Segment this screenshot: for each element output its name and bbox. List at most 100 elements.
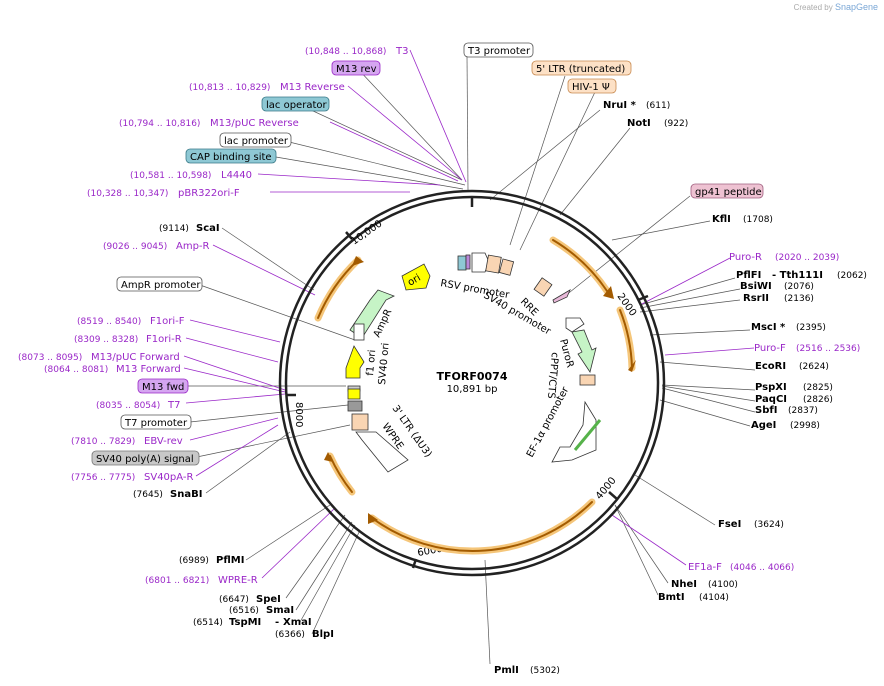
enzyme-pflfi-pos: (2062)	[837, 271, 867, 281]
primer-puro-f: Puro-F	[754, 343, 786, 354]
primer-l4440-pos: (10,581 .. 10,598)	[130, 171, 211, 181]
enzyme-pflfi: PflFI	[736, 270, 761, 281]
feature-m13-fwd: M13 fwd	[142, 382, 184, 393]
enzyme-ecori: EcoRI	[755, 361, 786, 372]
inner-features	[345, 252, 602, 473]
enzyme-spei: SpeI	[256, 594, 281, 605]
feature-sv40-polya: SV40 poly(A) signal	[96, 454, 194, 465]
sv40-promoter-label: SV40 promoter	[482, 290, 554, 338]
inner-labels: RSV promoter RRE SV40 promoter PuroR cPP…	[365, 273, 575, 460]
enzyme-paqci-pos: (2826)	[803, 395, 833, 405]
enzyme-noti-pos: (922)	[664, 119, 688, 129]
enzyme-tspmi: TspMI	[229, 617, 261, 628]
enzyme-blpi-pos: (6366)	[275, 630, 305, 640]
primer-f1ori-f: F1ori-F	[150, 316, 185, 327]
feature-cap-binding-site: CAP binding site	[190, 152, 272, 163]
enzyme-xmai-pos: (6514)	[193, 618, 223, 628]
feature-lac-operator: lac operator	[266, 100, 327, 111]
enzyme-smai: SmaI	[266, 605, 294, 616]
enzyme-agei: AgeI	[751, 420, 776, 431]
enzyme-kfli: KflI	[712, 214, 731, 225]
enzyme-pspxi-pos: (2825)	[803, 383, 833, 393]
enzyme-xmai-sep: -	[275, 617, 279, 628]
feature-t7-promoter: T7 promoter	[124, 418, 188, 429]
enzyme-pmli-pos: (5302)	[530, 666, 560, 676]
enzyme-pspxi: PspXI	[755, 382, 787, 393]
plasmid-name: TFORF0074	[437, 370, 508, 383]
primer-m13puc-forward-pos: (8073 .. 8095)	[18, 353, 82, 363]
primer-m13puc-forward: M13/pUC Forward	[91, 352, 180, 363]
enzyme-scai-pos: (9114)	[159, 224, 189, 234]
primer-puro-f-pos: (2516 .. 2536)	[796, 344, 860, 354]
primer-f1ori-f-pos: (8519 .. 8540)	[77, 317, 141, 327]
enzyme-sbfi-pos: (2837)	[788, 406, 818, 416]
enzyme-rsrii-pos: (2136)	[784, 294, 814, 304]
cppt-cts-label: cPPT/CTS	[545, 352, 560, 399]
enzyme-nhei-pos: (4100)	[708, 580, 738, 590]
enzyme-kfli-pos: (1708)	[743, 215, 773, 225]
primer-ebv-rev-pos: (7810 .. 7829)	[71, 437, 135, 447]
primer-pbr322ori: pBR322ori-F	[178, 188, 240, 199]
tick-marks	[287, 197, 649, 569]
primer-f1ori-r: F1ori-R	[146, 334, 182, 345]
primer-ebv-rev: EBV-rev	[144, 436, 183, 447]
primer-l4440: L4440	[221, 170, 252, 181]
enzyme-tth111i: - Tth111I	[772, 270, 823, 281]
enzyme-agei-pos: (2998)	[790, 421, 820, 431]
enzyme-rsrii: RsrII	[743, 293, 769, 304]
feature-lac-promoter: lac promoter	[224, 136, 289, 147]
enzyme-smai-pos: (6516)	[229, 606, 259, 616]
primer-t3-pos: (10,848 .. 10,868)	[305, 47, 386, 57]
feature-label-boxes: T3 promoter 5' LTR (truncated) HIV-1 Ψ g…	[91, 42, 764, 466]
enzyme-sbfi: SbfI	[755, 405, 777, 416]
enzyme-paqci: PaqCI	[755, 394, 787, 405]
f1-ori-label: f1 ori	[365, 349, 378, 376]
orf-arrowheads	[324, 256, 636, 524]
primer-wpre-r-pos: (6801 .. 6821)	[145, 576, 209, 586]
enzyme-bsiwi-pos: (2076)	[784, 282, 814, 292]
primer-amp-r: Amp-R	[176, 241, 210, 252]
primer-ef1a-f: EF1a-F	[688, 562, 722, 573]
primer-sv40pa-r-pos: (7756 .. 7775)	[71, 473, 135, 483]
primer-m13-reverse-pos: (10,813 .. 10,829)	[189, 83, 270, 93]
primer-m13-forward-pos: (8064 .. 8081)	[44, 365, 108, 375]
primer-m13puc-reverse-pos: (10,794 .. 10,816)	[119, 119, 200, 129]
snapgene-credit: Created by SnapGene	[794, 2, 878, 12]
primer-amp-r-pos: (9026 .. 9045)	[103, 242, 167, 252]
primer-connectors	[183, 49, 755, 579]
backbone-outer	[278, 189, 666, 577]
primer-t7-pos: (8035 .. 8054)	[96, 401, 160, 411]
tick-label-8000: 8000	[293, 402, 304, 427]
enzyme-xmai: XmaI	[283, 617, 312, 628]
enzyme-spei-pos: (6647)	[219, 595, 249, 605]
enzyme-msci: MscI *	[751, 322, 786, 333]
feature-m13-rev: M13 rev	[336, 64, 377, 75]
enzyme-bsiwi: BsiWI	[740, 281, 772, 292]
enzyme-fsei: FseI	[718, 519, 741, 530]
primer-t3: T3	[395, 46, 408, 57]
enzyme-pflmi: PflMI	[216, 555, 244, 566]
enzyme-snabi: SnaBI	[170, 489, 202, 500]
primer-f1ori-r-pos: (8309 .. 8328)	[74, 335, 138, 345]
primer-sv40pa-r: SV40pA-R	[144, 472, 193, 483]
primer-pbr322ori-pos: (10,328 .. 10,347)	[87, 189, 168, 199]
enzyme-pflmi-pos: (6989)	[179, 556, 209, 566]
primer-m13puc-reverse: M13/pUC Reverse	[210, 118, 299, 129]
connector-lines	[188, 55, 756, 665]
primer-wpre-r: WPRE-R	[218, 575, 258, 586]
primer-m13-forward: M13 Forward	[116, 364, 181, 375]
feature-hiv1-psi: HIV-1 Ψ	[572, 82, 610, 93]
enzyme-bmti: BmtI	[658, 592, 685, 603]
credit-prefix: Created by	[793, 3, 833, 12]
sv40-ori-label: SV40 ori	[377, 342, 392, 385]
primer-t7: T7	[167, 400, 180, 411]
primer-ef1a-f-pos: (4046 .. 4066)	[730, 563, 794, 573]
primer-puro-r: Puro-R	[729, 252, 762, 263]
enzyme-sites: NruI *(611) NotI(922) KflI(1708) PflFI- …	[133, 100, 867, 676]
primer-m13-reverse: M13 Reverse	[280, 82, 345, 93]
enzyme-noti: NotI	[627, 118, 651, 129]
enzyme-pmli: PmlI	[494, 665, 519, 676]
plasmid-size: 10,891 bp	[447, 384, 498, 395]
primer-puro-r-pos: (2020 .. 2039)	[775, 253, 839, 263]
